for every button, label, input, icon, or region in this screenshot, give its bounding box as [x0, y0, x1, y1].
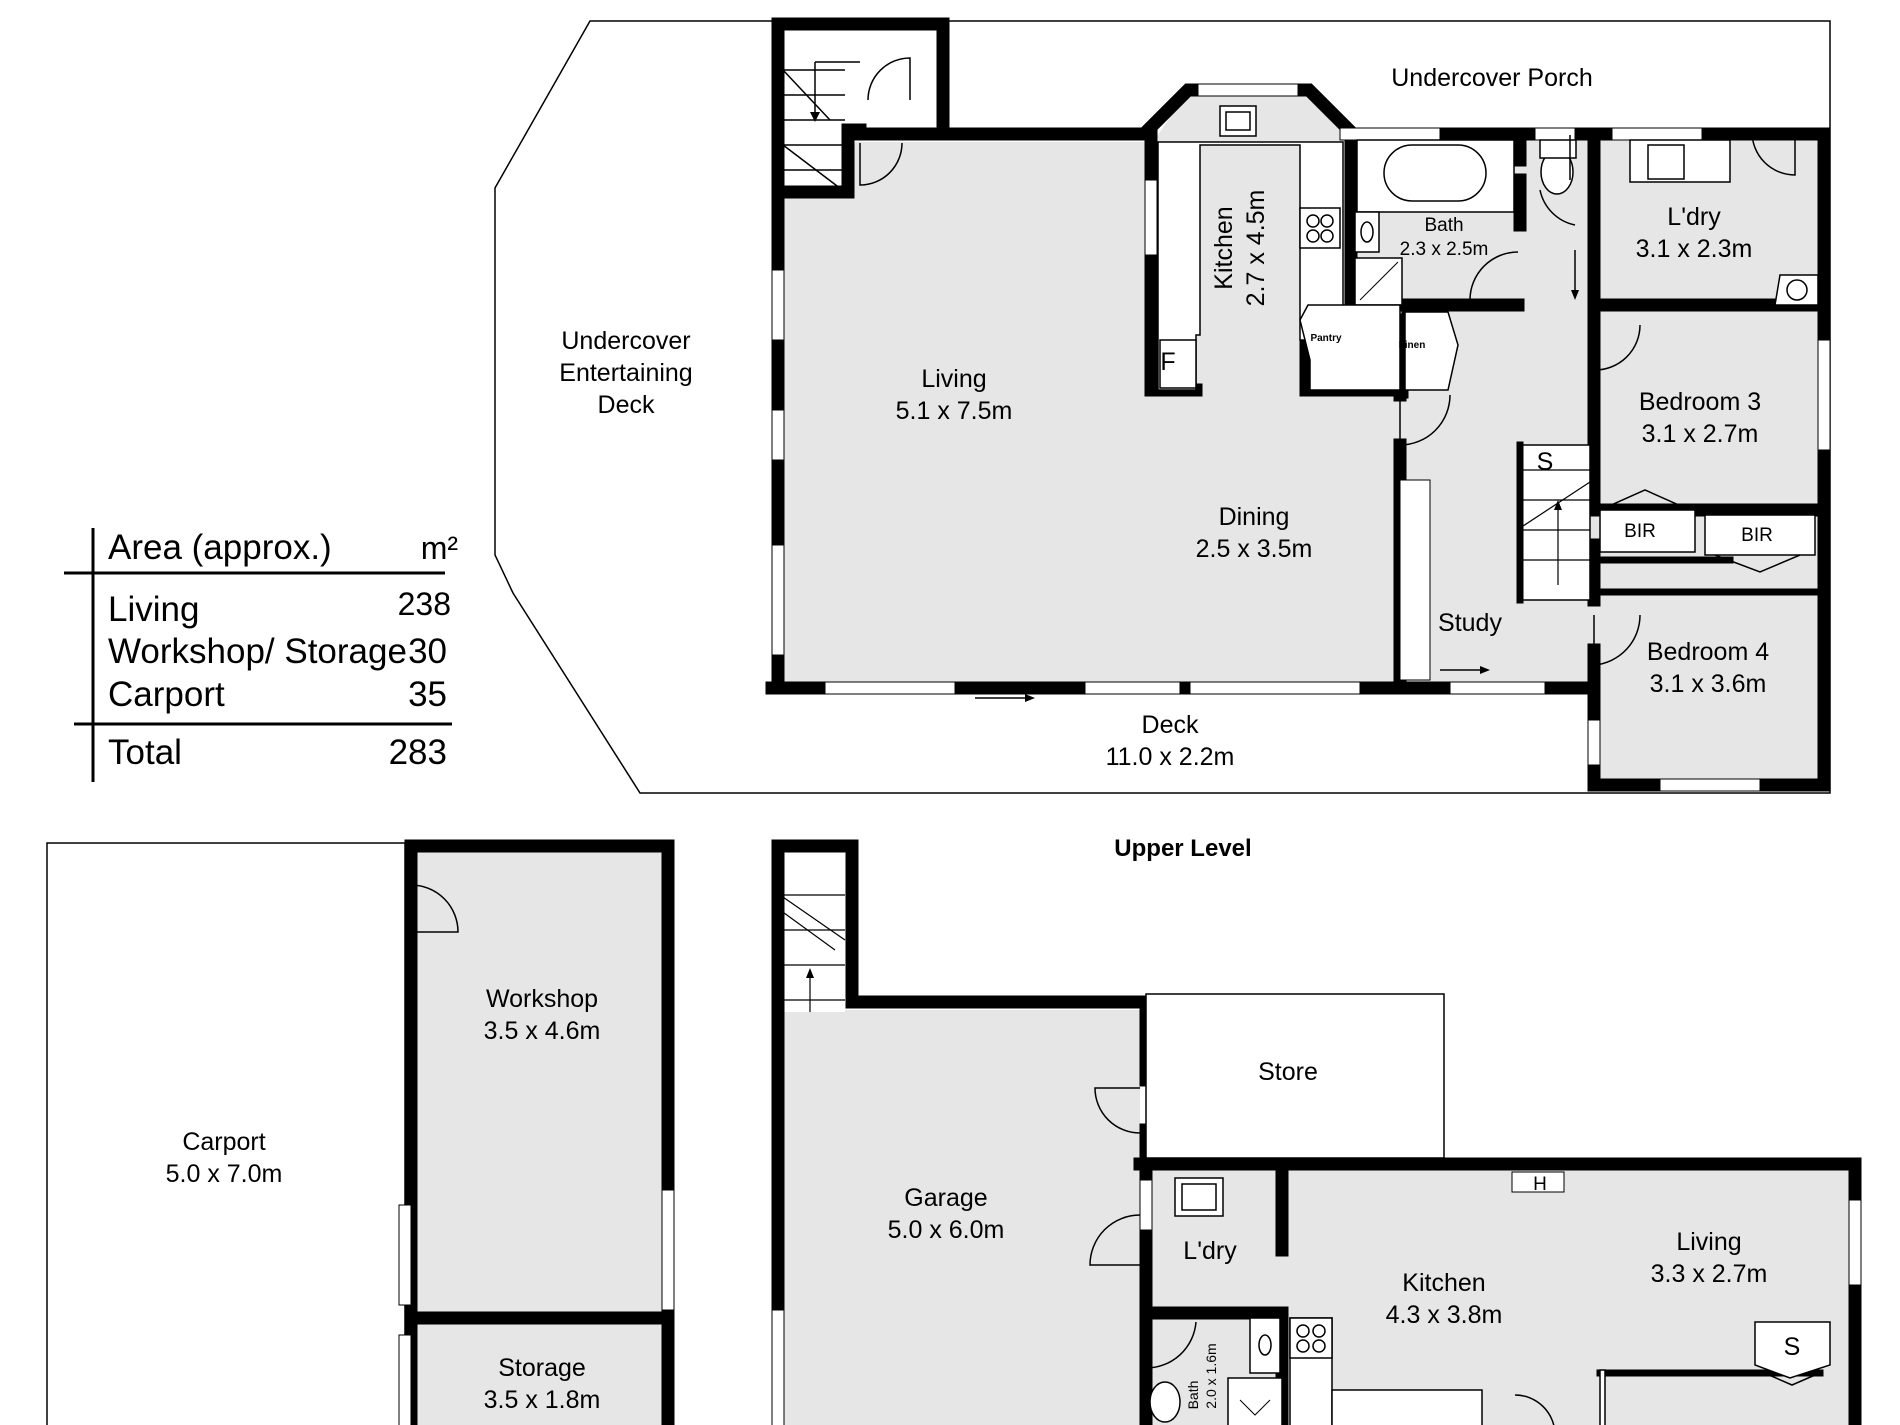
label-dining-name: Dining [1219, 503, 1290, 531]
label-deck-size: 11.0 x 2.2m [1106, 743, 1235, 771]
label-lower-living-name: Living [1676, 1228, 1741, 1256]
upper-level [494, 17, 1831, 794]
area-row-label-living: Living [108, 590, 199, 629]
label-bath-size: 2.3 x 2.5m [1400, 239, 1489, 260]
label-bedroom3-name: Bedroom 3 [1639, 388, 1761, 416]
lower-toilet-icon [1149, 1381, 1181, 1423]
area-table: Area (approx.) m² Living 238 Workshop/ S… [64, 528, 458, 782]
label-carport-size: 5.0 x 7.0m [166, 1160, 283, 1188]
label-linen: Linen [1399, 340, 1426, 351]
label-heater: H [1533, 1174, 1547, 1195]
upper-door-swings [859, 57, 1796, 666]
label-living-size: 5.1 x 7.5m [896, 397, 1013, 425]
label-lower-bath-name: Bath [1185, 1381, 1201, 1410]
label-workshop-size: 3.5 x 4.6m [484, 1017, 601, 1045]
label-entertaining-deck-2: Entertaining [559, 359, 692, 387]
label-laundry-size: 3.1 x 2.3m [1636, 235, 1753, 263]
area-total-value: 283 [389, 733, 447, 772]
label-laundry-name: L'dry [1667, 203, 1721, 231]
label-garage-size: 5.0 x 6.0m [888, 1216, 1005, 1244]
area-row-value-workshop: 30 [408, 632, 447, 671]
bathtub-icon [1383, 144, 1487, 202]
workshop-door [410, 884, 459, 933]
lower-laundry-tub-icon [1181, 1183, 1217, 1211]
label-study: Study [1438, 609, 1502, 637]
label-entertaining-deck-1: Undercover [561, 327, 690, 355]
label-stair-store: S [1537, 448, 1554, 476]
area-row-label-workshop: Workshop/ Storage [108, 632, 407, 671]
area-header-unit: m² [421, 530, 459, 566]
label-carport-name: Carport [182, 1128, 265, 1156]
label-kitchen-name: Kitchen [1210, 206, 1238, 289]
label-lower-store-s: S [1784, 1333, 1801, 1361]
label-lower-laundry: L'dry [1183, 1237, 1237, 1265]
label-bedroom4-name: Bedroom 4 [1647, 638, 1769, 666]
lower-floor-fill [778, 1010, 1850, 1425]
label-lower-kitchen-size: 4.3 x 3.8m [1386, 1301, 1503, 1329]
label-lower-bath-size: 2.0 x 1.6m [1203, 1343, 1219, 1408]
label-bir-2: BIR [1741, 525, 1773, 546]
area-row-value-carport: 35 [408, 675, 447, 714]
upper-floor-fill [772, 96, 1818, 785]
lower-door-swings [1089, 1087, 1555, 1425]
laundry-tub-icon [1647, 144, 1685, 180]
area-total-label: Total [108, 733, 182, 772]
label-bir-1: BIR [1624, 521, 1656, 542]
label-dining-size: 2.5 x 3.5m [1196, 535, 1313, 563]
lower-shower-icon [1227, 1377, 1283, 1425]
label-store: Store [1258, 1058, 1318, 1086]
label-workshop-name: Workshop [486, 985, 598, 1013]
lower-cooktop-icon [1289, 1317, 1333, 1359]
workshop-walls [404, 839, 675, 1425]
label-bedroom4-size: 3.1 x 3.6m [1650, 670, 1767, 698]
label-undercover-porch: Undercover Porch [1391, 64, 1592, 92]
label-lower-kitchen-name: Kitchen [1402, 1269, 1485, 1297]
label-bath-name: Bath [1424, 215, 1463, 236]
label-bedroom3-size: 3.1 x 2.7m [1642, 420, 1759, 448]
carport-outline [46, 842, 406, 1425]
label-kitchen-size: 2.7 x 4.5m [1242, 190, 1270, 307]
label-storage-name: Storage [498, 1354, 586, 1382]
area-row-label-carport: Carport [108, 675, 225, 714]
sliding-door-arrows [975, 250, 1579, 702]
area-row-value-living: 238 [398, 586, 451, 622]
upper-windows [771, 83, 1831, 792]
label-entertaining-deck-3: Deck [598, 391, 655, 419]
area-header-label: Area (approx.) [108, 528, 332, 567]
label-fridge: F [1160, 348, 1175, 376]
label-lower-living-size: 3.3 x 2.7m [1651, 1260, 1768, 1288]
lower-labels: Carport 5.0 x 7.0m Workshop 3.5 x 4.6m S… [166, 985, 1801, 1414]
lower-level [46, 839, 1862, 1425]
cooktop-icon [1299, 207, 1341, 249]
label-deck-name: Deck [1142, 711, 1199, 739]
label-pantry: Pantry [1310, 333, 1342, 344]
pantry-icon [1299, 304, 1401, 391]
label-living-name: Living [921, 365, 986, 393]
label-upper-level-title: Upper Level [1114, 835, 1251, 862]
label-storage-size: 3.5 x 1.8m [484, 1386, 601, 1414]
upper-labels: Undercover Porch Undercover Entertaining… [559, 64, 1773, 862]
label-garage-name: Garage [904, 1184, 987, 1212]
